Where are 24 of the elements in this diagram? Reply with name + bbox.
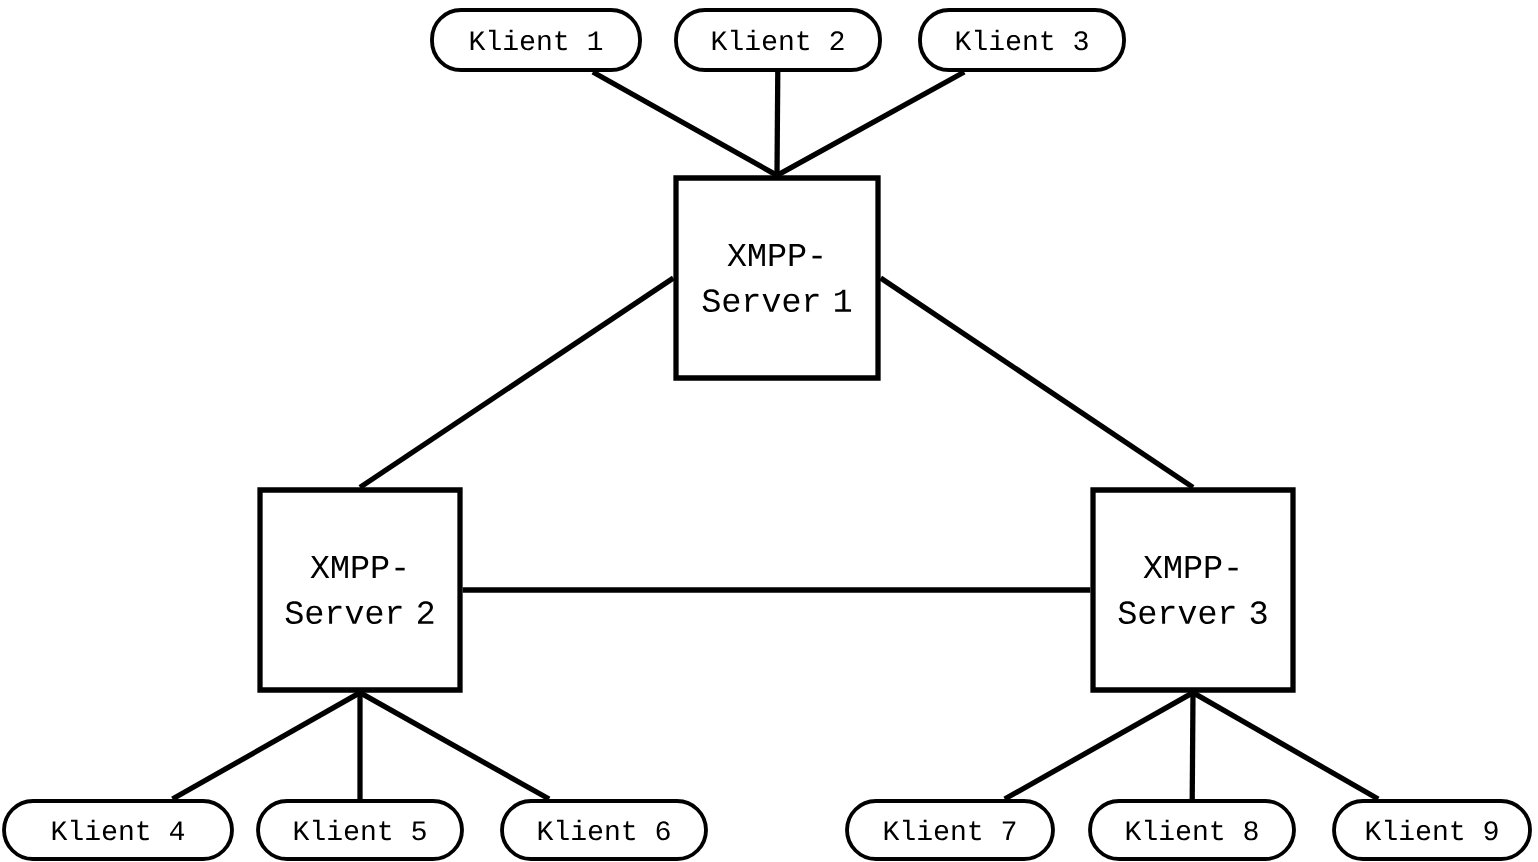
connector-line xyxy=(358,690,551,802)
client-pill: Klient 9 xyxy=(1332,799,1532,861)
connector-line xyxy=(774,71,781,176)
server-box: XMPP-Server 1 xyxy=(673,175,881,381)
connector-line xyxy=(358,275,675,490)
client-pill: Klient 5 xyxy=(256,799,464,861)
client-pill: Klient 4 xyxy=(2,799,234,861)
client-pill: Klient 3 xyxy=(918,8,1126,72)
connector-line xyxy=(171,690,362,802)
client-pill: Klient 8 xyxy=(1088,799,1296,861)
server-box: XMPP-Server 2 xyxy=(257,487,463,693)
connector-line xyxy=(775,69,966,178)
connector-line xyxy=(462,587,1091,593)
connector-line xyxy=(1191,690,1380,802)
connector-line xyxy=(357,692,363,800)
server-box: XMPP-Server 3 xyxy=(1090,487,1296,693)
client-pill: Klient 7 xyxy=(845,799,1055,861)
client-pill: Klient 6 xyxy=(500,799,708,861)
connector-line xyxy=(1003,690,1195,802)
client-pill: Klient 2 xyxy=(674,8,882,72)
connector-line xyxy=(879,275,1195,490)
connector-line xyxy=(591,69,779,178)
client-pill: Klient 1 xyxy=(430,8,642,72)
connector-line xyxy=(1189,692,1196,800)
